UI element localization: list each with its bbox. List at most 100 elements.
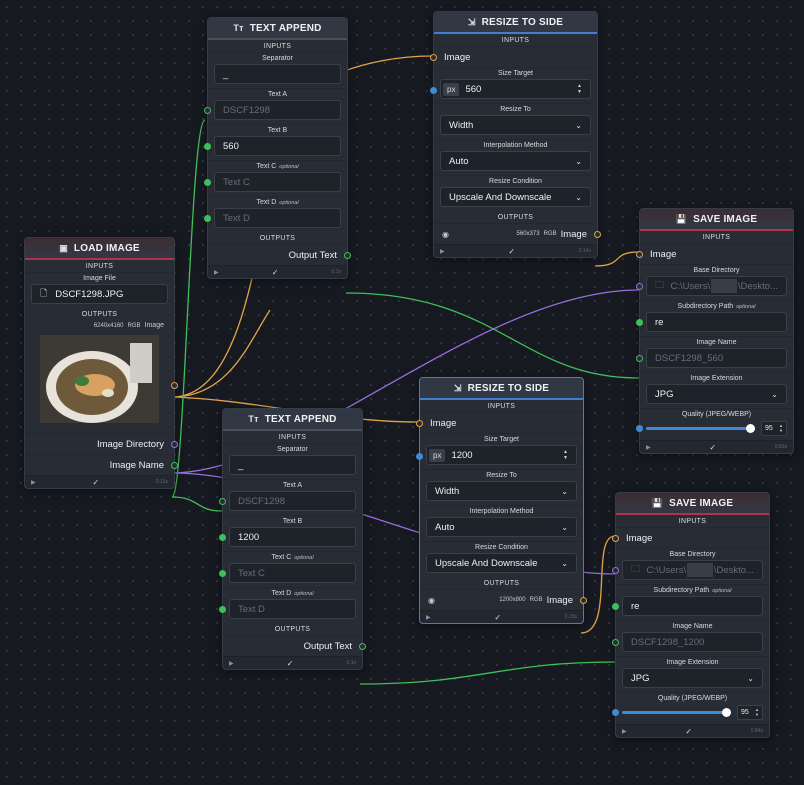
text-b-input-port[interactable] (219, 534, 226, 541)
text-a-input[interactable]: DSCF1298 (229, 491, 356, 511)
stepper-icon[interactable]: ▲▼ (779, 423, 783, 433)
text-append-node-2[interactable]: Tт TEXT APPEND INPUTS Separator _ Text A… (219, 408, 366, 670)
image-name-port[interactable] (636, 355, 643, 362)
image-extension-select[interactable]: JPG ⌄ (646, 384, 787, 404)
save-image-header[interactable]: 💾 SAVE IMAGE (616, 493, 769, 515)
text-c-input[interactable]: Text C (229, 563, 356, 583)
base-directory-input[interactable]: 🗀 C:\Users\\Deskto... (622, 560, 763, 580)
resize-header[interactable]: ⇲ RESIZE TO SIDE (420, 378, 583, 400)
text-a-input-port[interactable] (219, 498, 226, 505)
quality-track[interactable] (622, 707, 731, 717)
text-b-input[interactable]: 560 (214, 136, 341, 156)
text-d-label: Text D (271, 590, 292, 597)
play-icon[interactable]: ▶ (214, 269, 219, 276)
text-b-input-port[interactable] (204, 143, 211, 150)
wire-text2-to-save2 (359, 661, 616, 685)
subdirectory-port[interactable] (636, 319, 643, 326)
image-directory-output-port[interactable] (171, 440, 178, 448)
optional-tag: optional (712, 588, 732, 594)
quality-port[interactable] (612, 709, 619, 716)
interpolation-select[interactable]: Auto ⌄ (426, 517, 577, 537)
save-image-node-1[interactable]: 💾 SAVE IMAGE INPUTS Image Base Directory… (636, 208, 794, 454)
quality-value-box[interactable]: 95▲▼ (761, 420, 787, 436)
text-append-header[interactable]: Tт TEXT APPEND (223, 409, 362, 431)
quality-knob[interactable] (745, 423, 755, 433)
image-name-port[interactable] (612, 639, 619, 646)
text-icon: Tт (248, 414, 259, 424)
text-a-input-port[interactable] (204, 107, 211, 114)
play-icon[interactable]: ▶ (622, 728, 627, 735)
stepper-icon[interactable]: ▲▼ (563, 449, 568, 461)
image-output-port[interactable] (594, 230, 601, 238)
text-append-node-1[interactable]: Tт TEXT APPEND INPUTS Separator _ Text A… (204, 17, 351, 279)
text-b-input[interactable]: 1200 (229, 527, 356, 547)
image-input-port[interactable] (636, 250, 643, 258)
text-c-input[interactable]: Text C (214, 172, 341, 192)
quality-value-box[interactable]: 95▲▼ (737, 704, 763, 720)
text-append-header[interactable]: Tт TEXT APPEND (208, 18, 347, 40)
image-output-port[interactable] (580, 596, 587, 604)
image-name-output-port[interactable] (171, 461, 178, 469)
play-icon[interactable]: ▶ (31, 479, 36, 486)
image-name-input[interactable]: DSCF1298_1200 (622, 632, 763, 652)
condition-select[interactable]: Upscale And Downscale ⌄ (426, 553, 577, 573)
text-c-input-port[interactable] (219, 570, 226, 577)
size-target-input[interactable]: px 1200 ▲▼ (426, 445, 577, 465)
image-input-port[interactable] (612, 534, 619, 542)
check-icon: ✓ (685, 726, 693, 736)
output-text-port[interactable] (359, 642, 366, 650)
play-icon[interactable]: ▶ (229, 660, 234, 667)
quality-slider[interactable]: 95▲▼ (622, 704, 763, 720)
save-image-header[interactable]: 💾 SAVE IMAGE (640, 209, 793, 231)
text-d-input-port[interactable] (204, 215, 211, 222)
image-input-label: Image (650, 248, 677, 260)
interpolation-select[interactable]: Auto ⌄ (440, 151, 591, 171)
resize-to-side-node-1[interactable]: ⇲ RESIZE TO SIDE INPUTS Image Size Targe… (430, 11, 601, 258)
save-image-node-2[interactable]: 💾 SAVE IMAGE INPUTS Image Base Directory… (612, 492, 770, 738)
text-a-input[interactable]: DSCF1298 (214, 100, 341, 120)
load-image-node[interactable]: ▣ LOAD IMAGE INPUTS Image File 🗋 DSCF129… (24, 237, 178, 489)
image-file-picker[interactable]: 🗋 DSCF1298.JPG (31, 284, 168, 304)
size-target-input[interactable]: px 560 ▲▼ (440, 79, 591, 99)
base-directory-port[interactable] (636, 283, 643, 290)
load-image-header[interactable]: ▣ LOAD IMAGE (25, 238, 174, 260)
optional-tag: optional (736, 304, 756, 310)
play-icon[interactable]: ▶ (440, 248, 445, 255)
text-d-input-port[interactable] (219, 606, 226, 613)
eye-icon[interactable]: ◉ (428, 595, 435, 605)
image-input-port[interactable] (416, 419, 423, 427)
timing: 0.1s (346, 660, 356, 666)
play-icon[interactable]: ▶ (426, 614, 431, 621)
resize-to-select[interactable]: Width ⌄ (426, 481, 577, 501)
base-directory-port[interactable] (612, 567, 619, 574)
text-d-input[interactable]: Text D (214, 208, 341, 228)
quality-port[interactable] (636, 425, 643, 432)
resize-to-select[interactable]: Width ⌄ (440, 115, 591, 135)
image-extension-select[interactable]: JPG ⌄ (622, 668, 763, 688)
quality-track[interactable] (646, 423, 755, 433)
subdirectory-input[interactable]: re (646, 312, 787, 332)
resize-header[interactable]: ⇲ RESIZE TO SIDE (434, 12, 597, 34)
stepper-icon[interactable]: ▲▼ (755, 707, 759, 717)
image-input-port[interactable] (430, 53, 437, 61)
quality-knob[interactable] (721, 707, 731, 717)
subdirectory-input[interactable]: re (622, 596, 763, 616)
image-name-input[interactable]: DSCF1298_560 (646, 348, 787, 368)
resize-to-side-node-2[interactable]: ⇲ RESIZE TO SIDE INPUTS Image Size Targe… (416, 377, 587, 624)
base-directory-input[interactable]: 🗀 C:\Users\\Deskto... (646, 276, 787, 296)
size-target-port[interactable] (430, 87, 437, 94)
separator-input[interactable]: _ (229, 455, 356, 475)
eye-icon[interactable]: ◉ (442, 229, 449, 239)
text-c-input-port[interactable] (204, 179, 211, 186)
condition-select[interactable]: Upscale And Downscale ⌄ (440, 187, 591, 207)
size-target-port[interactable] (416, 453, 423, 460)
separator-input[interactable]: _ (214, 64, 341, 84)
stepper-icon[interactable]: ▲▼ (577, 83, 582, 95)
quality-slider[interactable]: 95▲▼ (646, 420, 787, 436)
subdirectory-port[interactable] (612, 603, 619, 610)
image-output-port[interactable] (171, 382, 178, 389)
folder-icon: 🗀 (631, 564, 641, 575)
text-d-input[interactable]: Text D (229, 599, 356, 619)
play-icon[interactable]: ▶ (646, 444, 651, 451)
output-text-port[interactable] (344, 251, 351, 259)
